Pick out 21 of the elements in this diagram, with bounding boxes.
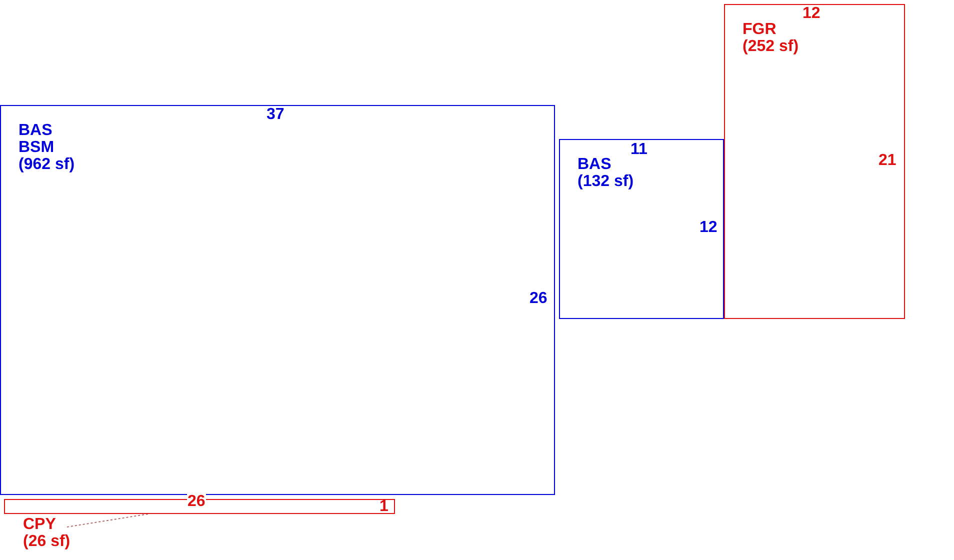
room-code: BSM	[18, 138, 54, 156]
room-code: FGR	[742, 20, 776, 38]
room-outline	[724, 4, 905, 319]
room-outline	[0, 105, 555, 495]
dimension-label: 26	[186, 492, 206, 510]
room-outline	[559, 139, 724, 319]
area-label: (962 sf)	[18, 156, 75, 172]
dimension-label: 21	[878, 152, 896, 168]
dimension-label: 12	[700, 218, 718, 236]
area-label: (26 sf)	[23, 533, 70, 550]
room-code: CPY	[23, 516, 56, 533]
room-code: BAS	[18, 122, 52, 138]
leader-line	[66, 514, 148, 528]
dimension-label: 37	[266, 106, 284, 122]
dimension-label: 1	[380, 498, 388, 514]
dimension-label: 26	[530, 290, 548, 306]
area-label: (132 sf)	[578, 172, 634, 190]
dimension-label: 11	[630, 140, 648, 158]
area-label: (252 sf)	[742, 38, 799, 54]
dimension-label: 12	[802, 4, 820, 22]
room-code: BAS	[578, 156, 612, 172]
